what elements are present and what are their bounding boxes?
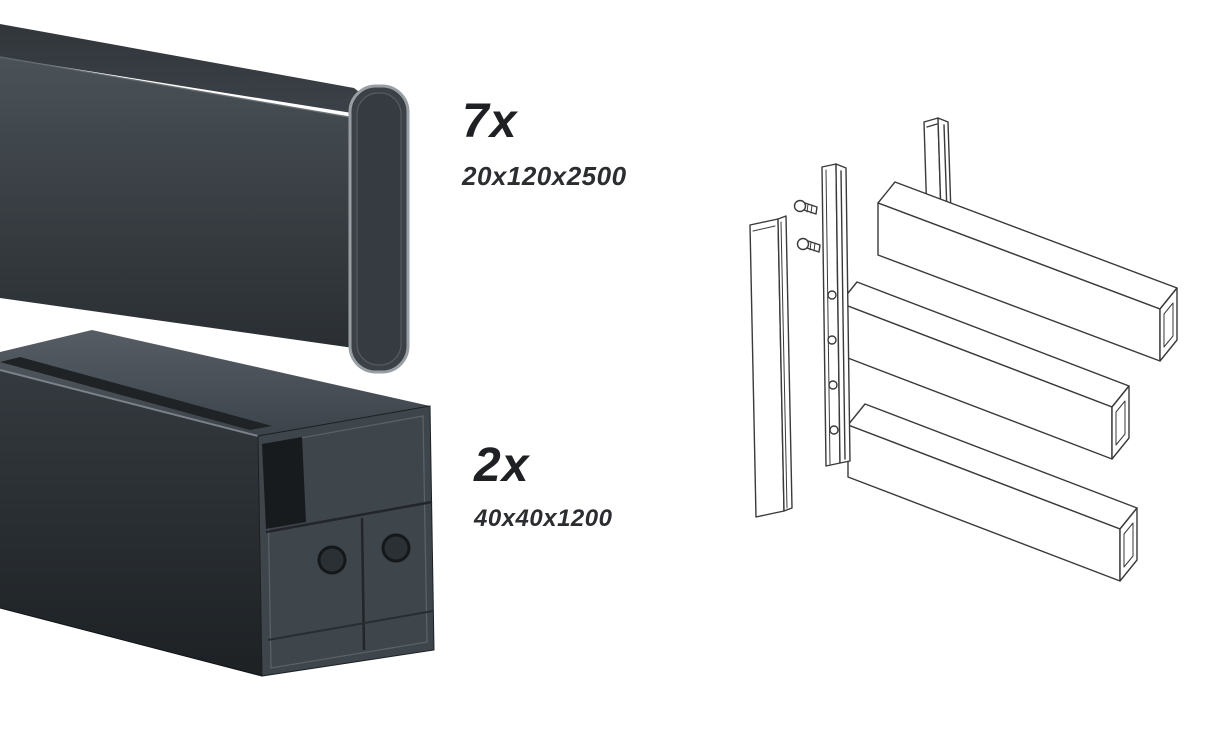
assembly-slat-top: [877, 181, 1178, 362]
post-label-group: 2x 40x40x1200: [474, 439, 613, 533]
screw-icons: [793, 199, 821, 253]
slat-quantity: 7x: [462, 95, 518, 148]
slat-label-group: 7x 20x120x2500: [462, 95, 627, 192]
profile-renders: [0, 24, 435, 677]
slat-dimensions: 20x120x2500: [462, 160, 627, 191]
post-profile-render: [0, 330, 435, 677]
assembly-slat-bottom: [847, 403, 1138, 582]
post-quantity: 2x: [474, 439, 530, 492]
slat-profile-render: [0, 24, 410, 374]
post-dimensions: 40x40x1200: [474, 504, 613, 532]
assembly-line-drawing: [749, 117, 1178, 582]
front-post-bracket: [821, 163, 851, 467]
cover-strip-profile: [749, 215, 793, 518]
